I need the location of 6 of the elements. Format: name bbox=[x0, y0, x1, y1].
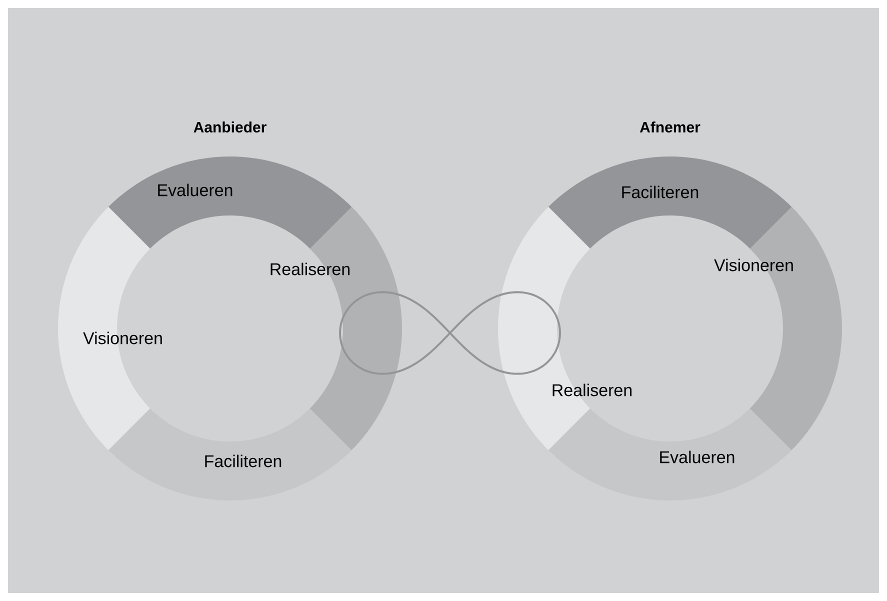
cycle-segment: Evalueren bbox=[108, 156, 358, 253]
cycle-segment: Faciliteren bbox=[108, 408, 352, 500]
ring-heading: Aanbieder bbox=[194, 122, 266, 132]
cycle-segment: Evalueren bbox=[548, 408, 792, 500]
cycle-segment: Faciliteren bbox=[548, 156, 798, 253]
ring-heading: Afnemer bbox=[640, 122, 700, 132]
